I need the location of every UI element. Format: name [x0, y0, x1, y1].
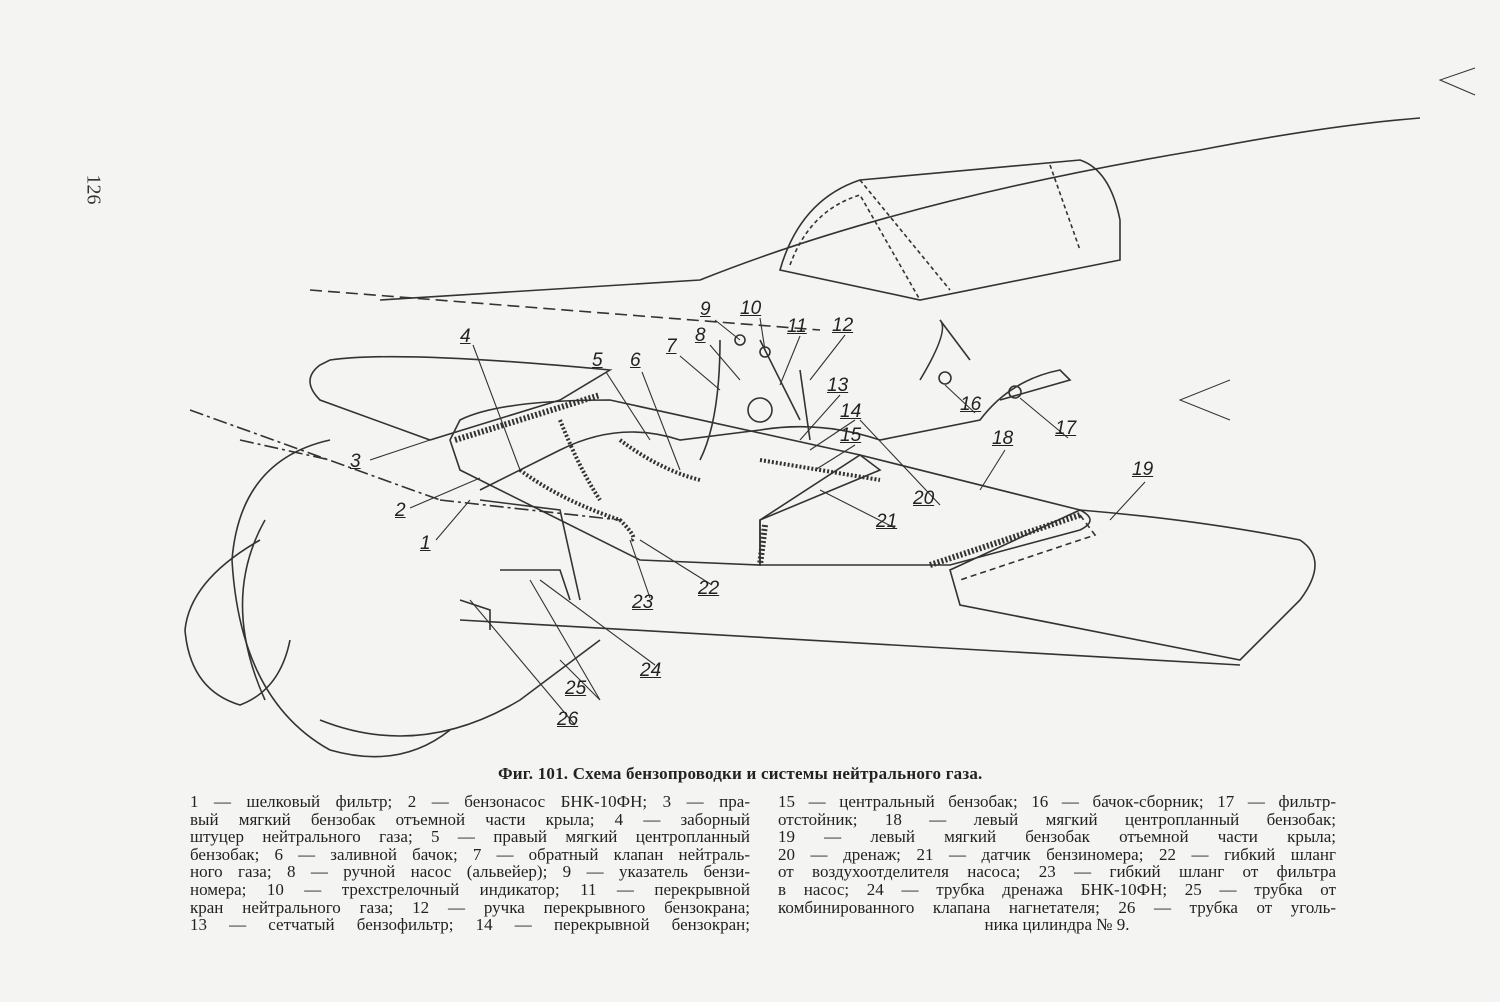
legend-line: 20 — дренаж; 21 — датчик бензиномера; 22… — [778, 844, 1336, 864]
legend-line: 15 — центральный бензобак; 16 — бачок-сб… — [778, 792, 1336, 811]
fuselage-lower-curve — [319, 639, 601, 737]
legend-line: бензобак; 6 — заливной бачок; 7 — обратн… — [190, 844, 750, 864]
callout-2: 2 — [395, 500, 406, 521]
legend-line: в насос; 24 — трубка дренажа БНК-10ФН; 2… — [778, 879, 1336, 899]
callout-14: 14 — [840, 401, 862, 422]
flex-hoses — [518, 419, 881, 542]
tank-corrugation — [454, 392, 1081, 568]
callout-3: 3 — [350, 451, 361, 472]
propeller-spinner — [184, 539, 291, 706]
callout-20: 20 — [913, 488, 935, 509]
legend-line: номера; 10 — трехстрелочный индикатор; 1… — [190, 879, 750, 899]
collector-16 — [938, 371, 952, 385]
legend-line: ного газа; 8 — ручной насос (альвейер); … — [190, 862, 750, 882]
cowling-inner — [241, 519, 266, 701]
callout-13: 13 — [827, 375, 849, 396]
canopy — [778, 159, 1121, 301]
margin-mark-2 — [1178, 379, 1231, 421]
callout-17: 17 — [1055, 418, 1077, 439]
leader-lines — [369, 317, 1146, 726]
page-number: 126 — [82, 174, 105, 205]
left-center-tank — [759, 454, 1091, 566]
legend-line: 13 — сетчатый бензофильтр; 14 — перекрыв… — [190, 915, 750, 935]
legend-line: комбинированного клапана нагнетателя; 26… — [778, 897, 1336, 917]
legend-line: штуцер нейтрального газа; 5 — правый мяг… — [190, 827, 750, 847]
callout-24: 24 — [640, 660, 662, 681]
legend-line: ника цилиндра № 9. — [984, 915, 1130, 935]
callout-9: 9 — [700, 299, 711, 320]
legend-left-column: 1 — шелковый фильтр; 2 — бензонасос БНК-… — [190, 793, 750, 934]
legend-line: кран нейтрального газа; 12 — ручка перек… — [190, 897, 750, 917]
callout-6: 6 — [630, 350, 641, 371]
left-wing — [949, 509, 1316, 661]
callout-8: 8 — [695, 325, 706, 346]
legend-line: от воздухоотделителя насоса; 23 — гибкий… — [778, 862, 1336, 882]
callout-16: 16 — [960, 394, 982, 415]
fuselage-bottom-line — [459, 619, 1241, 666]
callout-22: 22 — [698, 578, 720, 599]
callout-4: 4 — [460, 326, 471, 347]
margin-mark — [1438, 67, 1476, 96]
callout-10: 10 — [740, 298, 762, 319]
callout-18: 18 — [992, 428, 1014, 449]
callout-1: 1 — [420, 533, 431, 554]
legend-line: отстойник; 18 — левый мягкий центропланн… — [778, 809, 1336, 829]
fuselage-dashed-line — [309, 289, 821, 331]
callout-5: 5 — [592, 350, 603, 371]
legend-line: вый мягкий бензобак отъемной части крыла… — [190, 809, 750, 829]
engine-cowling — [231, 439, 451, 758]
callout-25: 25 — [565, 678, 587, 699]
filter-17 — [1008, 385, 1022, 399]
callout-23: 23 — [632, 592, 654, 613]
right-center-tank — [449, 399, 882, 566]
callout-21: 21 — [876, 511, 898, 532]
canopy-frame — [789, 164, 1081, 301]
indicator-9 — [734, 334, 746, 346]
right-wing — [309, 355, 613, 441]
legend-line: 19 — левый мягкий бензобак отъемной част… — [778, 827, 1336, 847]
figure-caption-title: Фиг. 101. Схема бензопроводки и системы … — [498, 764, 983, 783]
callout-19: 19 — [1132, 459, 1154, 480]
fuselage-top-line — [379, 117, 1421, 301]
callout-26: 26 — [557, 709, 579, 730]
callout-11: 11 — [787, 316, 807, 337]
hand-pump — [747, 397, 773, 423]
legend-line: 1 — шелковый фильтр; 2 — бензонасос БНК-… — [190, 792, 750, 811]
callout-12: 12 — [832, 315, 854, 336]
legend-right-column: 15 — центральный бензобак; 16 — бачок-сб… — [778, 793, 1336, 934]
callout-7: 7 — [666, 336, 677, 357]
wing-dashdot-line — [189, 409, 621, 521]
callout-15: 15 — [840, 425, 862, 446]
fuel-lines — [459, 319, 1072, 630]
left-wing-tank-dashed — [959, 514, 1097, 581]
